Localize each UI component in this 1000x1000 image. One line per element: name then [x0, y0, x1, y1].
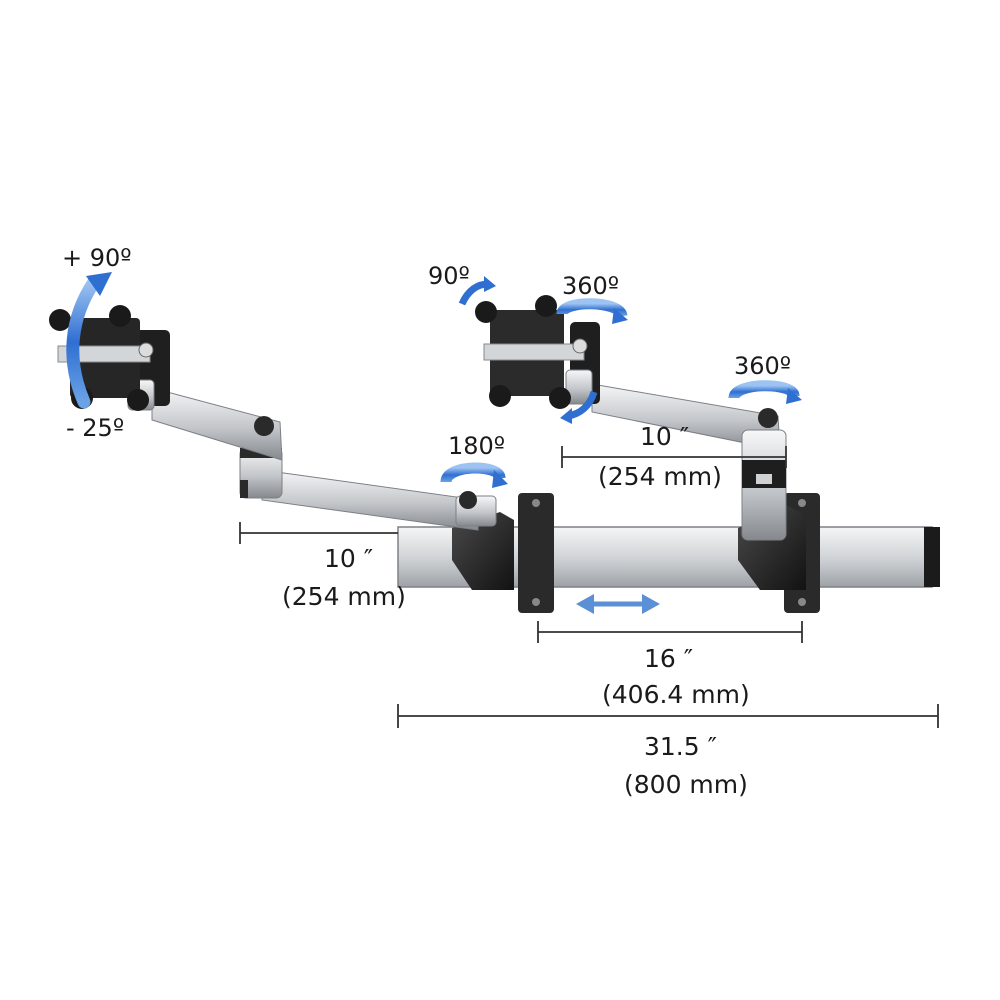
rail-clamp-left: [452, 512, 514, 590]
dimension-line-left-arm: [239, 522, 398, 544]
rotate-90-arrow-icon: [458, 276, 496, 306]
dimension-line-mount-spacing: [537, 621, 803, 643]
right-base-swivel-label: 360º: [734, 352, 792, 380]
left-arm-length-inch: 10 ″: [324, 544, 374, 573]
swivel-360-head-arrow-icon: [556, 298, 628, 324]
right-rotate-label: 90º: [428, 262, 470, 290]
rail-length-inch: 31.5 ″: [644, 732, 717, 761]
left-arm-length-mm: (254 mm): [282, 582, 406, 611]
rail-length-mm: (800 mm): [624, 770, 748, 799]
swivel-180-arrow-icon: [440, 462, 508, 488]
rotate-90-lower-arrow-icon: [560, 390, 598, 424]
dimension-line-rail-length: [397, 704, 939, 728]
mount-spacing-inch: 16 ″: [644, 644, 694, 673]
left-vesa-plate: [49, 305, 154, 411]
slide-double-arrow-icon: [576, 594, 660, 614]
right-arm-length-inch: 10 ″: [640, 422, 690, 451]
right-vesa-plate: [475, 295, 588, 409]
left-arm: [127, 330, 497, 531]
left-tilt-up-label: + 90º: [62, 244, 132, 272]
swivel-360-base-arrow-icon: [728, 380, 802, 404]
wall-bracket-left: [518, 493, 554, 613]
left-tilt-down-label: - 25º: [66, 414, 125, 442]
right-arm-length-mm: (254 mm): [598, 462, 722, 491]
left-swivel-label: 180º: [448, 432, 506, 460]
dimension-line-right-arm: [561, 446, 787, 468]
right-head-swivel-label: 360º: [562, 272, 620, 300]
tilt-arrow-icon: [66, 272, 112, 409]
mount-spacing-mm: (406.4 mm): [602, 680, 750, 709]
